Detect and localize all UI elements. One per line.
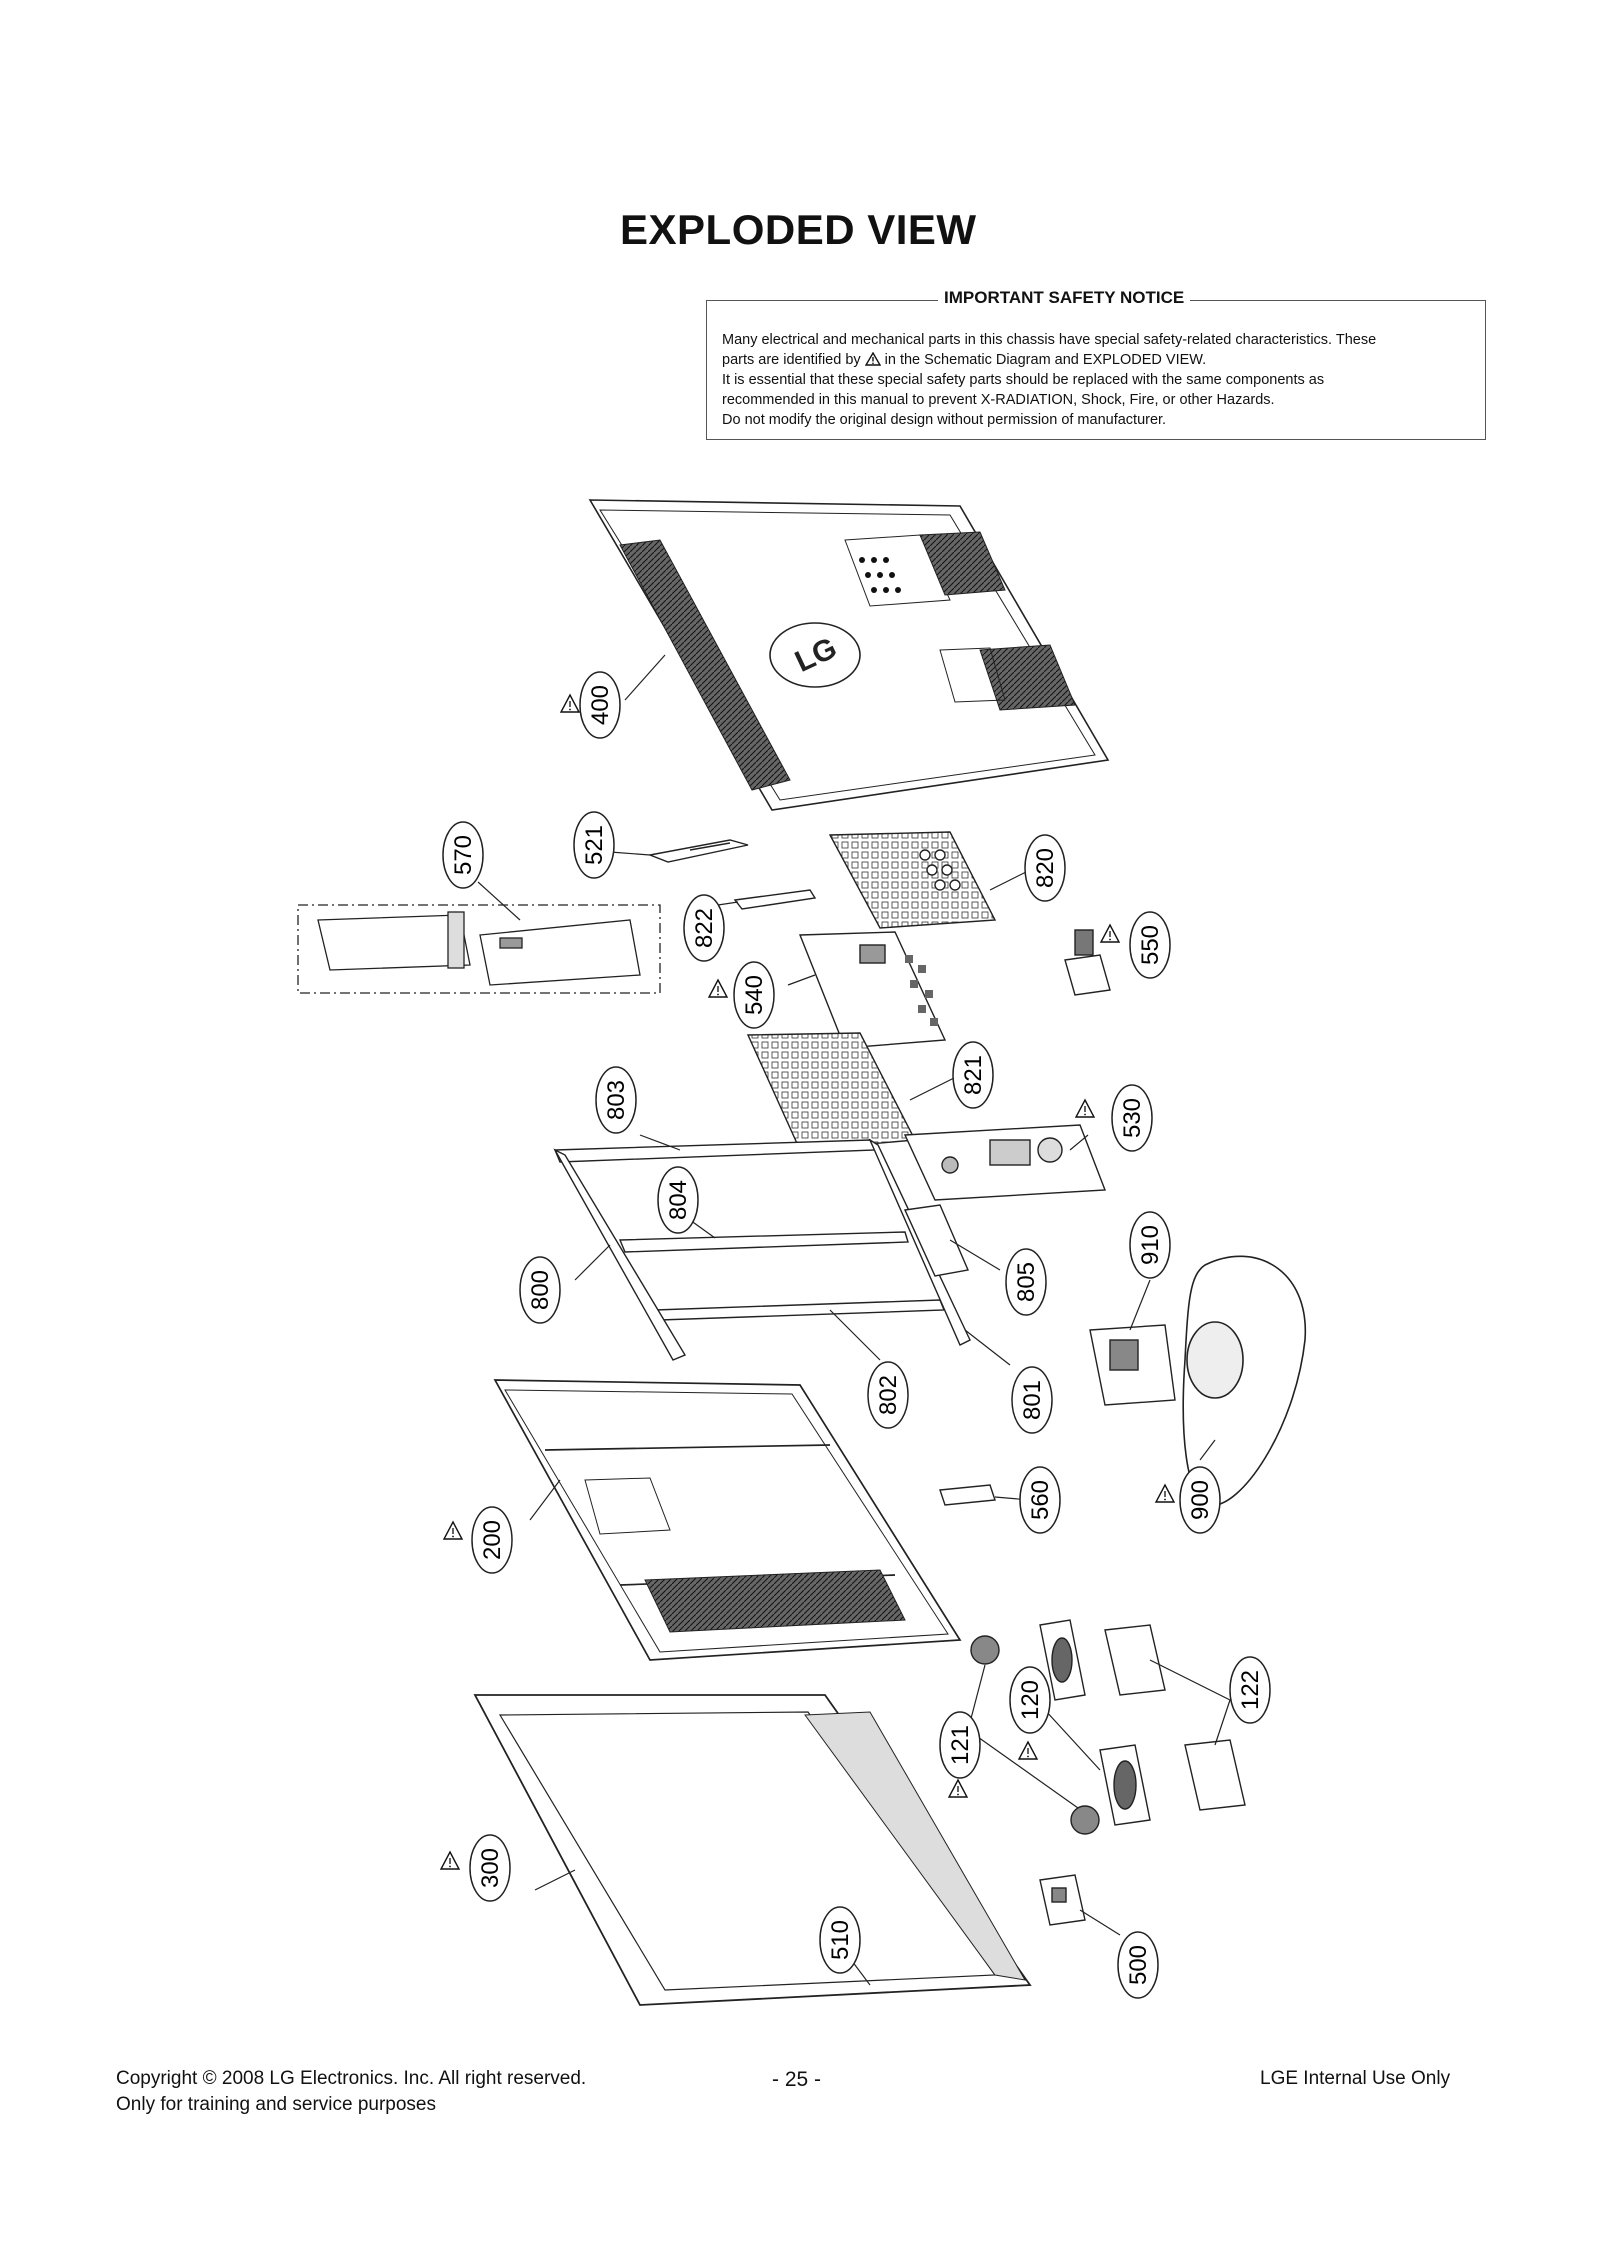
warning-triangle-icon — [948, 1779, 968, 1798]
warning-triangle-icon — [1075, 1099, 1095, 1118]
svg-text:820: 820 — [1032, 848, 1059, 888]
warning-triangle-icon — [1018, 1741, 1038, 1760]
page-title: EXPLODED VIEW — [620, 206, 977, 253]
callout-122: 122 — [1229, 1656, 1271, 1724]
leader-lines — [477, 654, 1231, 1986]
notice-line-1: Many electrical and mechanical parts in … — [722, 332, 1377, 348]
part-400-back-cover: LG — [588, 499, 1110, 811]
svg-text:821: 821 — [960, 1055, 987, 1095]
part-530-power-board — [903, 1124, 1106, 1201]
notice-line-5: Do not modify the original design withou… — [722, 412, 1167, 428]
warning-triangle-icon — [443, 1521, 463, 1540]
svg-text:801: 801 — [1019, 1380, 1046, 1420]
exploded-view-drawing: LG — [297, 499, 1306, 2006]
warning-triangle-icon — [1155, 1484, 1175, 1503]
callout-801: 801 — [1011, 1366, 1053, 1434]
callout-550: 550 — [1129, 911, 1171, 979]
part-300-front-bezel — [473, 1694, 1032, 2006]
footer-page-number: - 25 - — [772, 2068, 822, 2091]
callout-121: 121 — [939, 1711, 981, 1779]
notice-line-2-b: in the Schematic Diagram and EXPLODED VI… — [884, 352, 1207, 368]
part-120-121-122-speakers — [970, 1619, 1246, 1835]
footer-purpose: Only for training and service purposes — [116, 2094, 436, 2115]
safety-notice-body: Many electrical and mechanical parts in … — [722, 330, 1474, 430]
svg-text:300: 300 — [477, 1848, 504, 1888]
part-540-main-board — [798, 931, 947, 1049]
warning-triangle-icon — [864, 352, 881, 366]
callout-560: 560 — [1019, 1466, 1061, 1534]
notice-line-2: parts are identified by in the Schematic … — [722, 350, 1474, 370]
notice-line-3: It is essential that these special safet… — [722, 372, 1325, 388]
svg-text:822: 822 — [691, 908, 718, 948]
part-550-module — [1064, 929, 1111, 996]
warning-triangle-icon — [708, 979, 728, 998]
warning-triangle-icon — [560, 694, 580, 713]
svg-text:122: 122 — [1237, 1670, 1264, 1710]
callout-400: 400 — [579, 671, 621, 739]
callout-120: 120 — [1009, 1666, 1051, 1734]
callout-300: 300 — [469, 1834, 511, 1902]
footer-internal-use: LGE Internal Use Only — [1260, 2068, 1451, 2089]
svg-text:803: 803 — [603, 1080, 630, 1120]
callout-820: 820 — [1024, 834, 1066, 902]
callout-510: 510 — [819, 1906, 861, 1974]
svg-text:120: 120 — [1017, 1680, 1044, 1720]
callout-200: 200 — [471, 1506, 513, 1574]
part-521-bracket — [647, 839, 749, 863]
svg-text:804: 804 — [665, 1180, 692, 1220]
svg-text:521: 521 — [581, 825, 608, 865]
safety-notice-heading: IMPORTANT SAFETY NOTICE — [938, 288, 1191, 308]
part-570-assembly — [297, 904, 661, 994]
callout-540: 540 — [733, 961, 775, 1029]
svg-text:560: 560 — [1027, 1480, 1054, 1520]
part-821-shield — [746, 1032, 917, 1151]
part-820-shield — [828, 831, 997, 929]
callout-900: 900 — [1179, 1466, 1221, 1534]
callout-800: 800 — [519, 1256, 561, 1324]
svg-text:510: 510 — [827, 1920, 854, 1960]
svg-text:400: 400 — [587, 685, 614, 725]
notice-line-2-a: parts are identified by — [722, 352, 861, 368]
part-822-bracket — [733, 889, 817, 910]
svg-text:570: 570 — [450, 835, 477, 875]
notice-line-4: recommended in this manual to prevent X-… — [722, 392, 1275, 408]
part-callouts: 400 521 570 822 820 550 540 821 530 803 … — [442, 671, 1271, 1999]
callout-805: 805 — [1005, 1248, 1047, 1316]
svg-text:900: 900 — [1187, 1480, 1214, 1520]
callout-500: 500 — [1117, 1931, 1159, 1999]
callout-521: 521 — [573, 811, 615, 879]
callout-570: 570 — [442, 821, 484, 889]
callout-804: 804 — [657, 1166, 699, 1234]
callout-803: 803 — [595, 1066, 637, 1134]
svg-text:802: 802 — [875, 1375, 902, 1415]
callout-822: 822 — [683, 894, 725, 962]
svg-text:540: 540 — [741, 975, 768, 1015]
svg-text:550: 550 — [1137, 925, 1164, 965]
part-910-stand-neck — [1089, 1324, 1176, 1406]
callout-910: 910 — [1129, 1211, 1171, 1279]
part-800-805-frame — [553, 1138, 971, 1361]
svg-text:200: 200 — [479, 1520, 506, 1560]
callout-802: 802 — [867, 1361, 909, 1429]
footer-copyright: Copyright © 2008 LG Electronics. Inc. Al… — [116, 2068, 587, 2089]
callout-821: 821 — [952, 1041, 994, 1109]
part-560-board — [939, 1484, 996, 1506]
svg-text:800: 800 — [527, 1270, 554, 1310]
svg-text:910: 910 — [1137, 1225, 1164, 1265]
svg-text:805: 805 — [1013, 1262, 1040, 1302]
svg-text:121: 121 — [947, 1725, 974, 1765]
svg-text:500: 500 — [1125, 1945, 1152, 1985]
callout-530: 530 — [1111, 1084, 1153, 1152]
svg-text:530: 530 — [1119, 1098, 1146, 1138]
warning-triangle-icon — [440, 1851, 460, 1870]
part-500-board — [1039, 1874, 1086, 1926]
warning-triangle-icon — [1100, 924, 1120, 943]
part-200-panel — [493, 1379, 962, 1661]
